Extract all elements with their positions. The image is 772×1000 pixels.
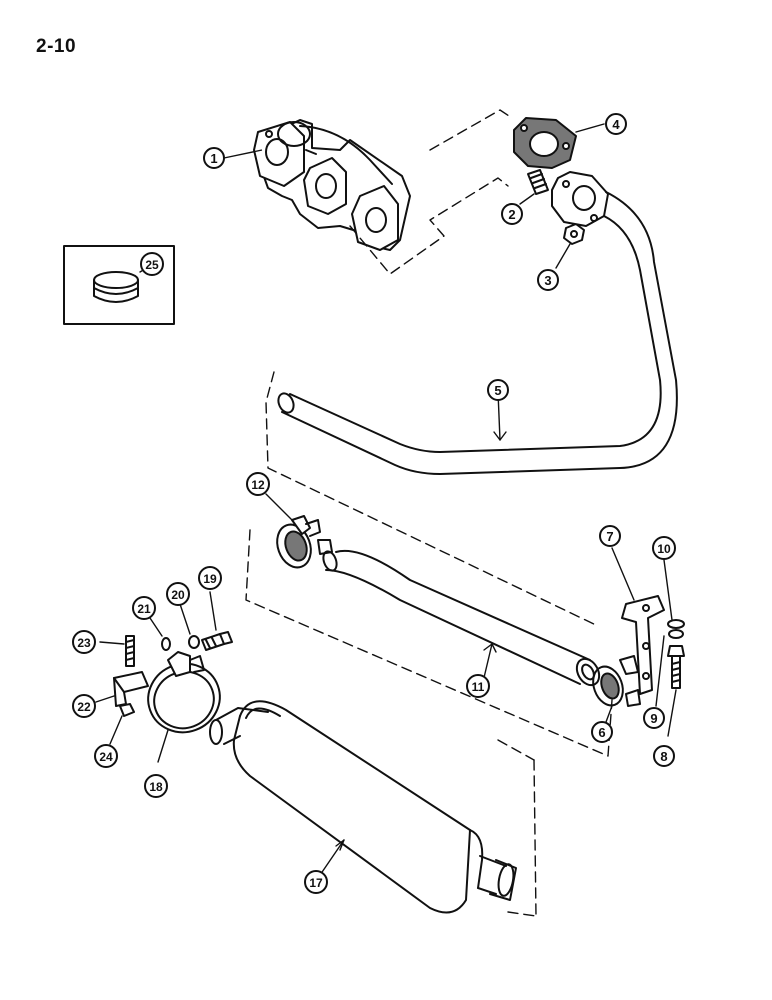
lock-washer-front [188, 635, 200, 649]
mounting-bracket [621, 595, 665, 695]
svg-text:2: 2 [508, 207, 515, 222]
flat-washer [667, 619, 685, 629]
callout-21: 21 [132, 596, 156, 620]
tail-pipe [322, 549, 601, 687]
pipe-clamp-upper [276, 515, 333, 569]
callout-10: 10 [652, 536, 676, 560]
callout-24: 24 [94, 744, 118, 768]
nut-front [161, 637, 171, 651]
svg-text:23: 23 [77, 636, 91, 650]
small-bracket [113, 671, 149, 707]
stud [527, 169, 549, 195]
callout-7: 7 [599, 525, 621, 547]
callout-5: 5 [487, 379, 509, 401]
callout-25: 25 [140, 252, 164, 276]
svg-text:5: 5 [494, 383, 501, 398]
cap-insert-box [63, 245, 175, 325]
callout-23: 23 [72, 630, 96, 654]
callout-9: 9 [643, 707, 665, 729]
muffler-clamp [147, 651, 221, 734]
exhaust-pipe [277, 171, 678, 475]
nut-lower [119, 703, 135, 717]
page-number: 2-10 [36, 36, 77, 57]
hex-bolt-front [201, 631, 233, 651]
muffler [209, 700, 517, 914]
svg-text:22: 22 [77, 700, 91, 714]
svg-text:12: 12 [251, 478, 265, 492]
svg-text:11: 11 [472, 680, 485, 694]
stud-front [125, 635, 135, 667]
svg-text:9: 9 [650, 711, 657, 726]
svg-text:8: 8 [660, 749, 667, 764]
callout-3: 3 [537, 269, 559, 291]
svg-text:4: 4 [612, 117, 620, 132]
svg-text:17: 17 [309, 876, 323, 890]
svg-text:1: 1 [210, 151, 217, 166]
callout-12: 12 [246, 472, 270, 496]
hex-bolt-rear [667, 645, 685, 689]
svg-text:19: 19 [203, 572, 217, 586]
exhaust-manifold [253, 119, 411, 251]
svg-text:20: 20 [171, 588, 185, 602]
callout-6: 6 [591, 721, 613, 743]
callout-8: 8 [653, 745, 675, 767]
lock-washer [668, 629, 684, 639]
svg-text:10: 10 [657, 542, 671, 556]
callout-17: 17 [304, 870, 328, 894]
callout-20: 20 [166, 582, 190, 606]
callout-4: 4 [605, 113, 627, 135]
svg-text:21: 21 [137, 602, 151, 616]
callout-18: 18 [144, 774, 168, 798]
svg-text:25: 25 [145, 258, 159, 272]
callout-layer: 1 2 3 4 5 6 7 8 9 10 11 12 17 18 19 20 2… [72, 113, 676, 894]
callout-2: 2 [501, 203, 523, 225]
hex-nut [563, 223, 585, 245]
callout-1: 1 [203, 147, 225, 169]
svg-text:7: 7 [606, 529, 613, 544]
callout-22: 22 [72, 694, 96, 718]
svg-text:3: 3 [544, 273, 551, 288]
flange-gasket [513, 117, 577, 169]
svg-text:24: 24 [99, 750, 113, 764]
callout-19: 19 [198, 566, 222, 590]
svg-text:18: 18 [149, 780, 163, 794]
svg-text:6: 6 [598, 725, 605, 740]
callout-11: 11 [466, 674, 490, 698]
